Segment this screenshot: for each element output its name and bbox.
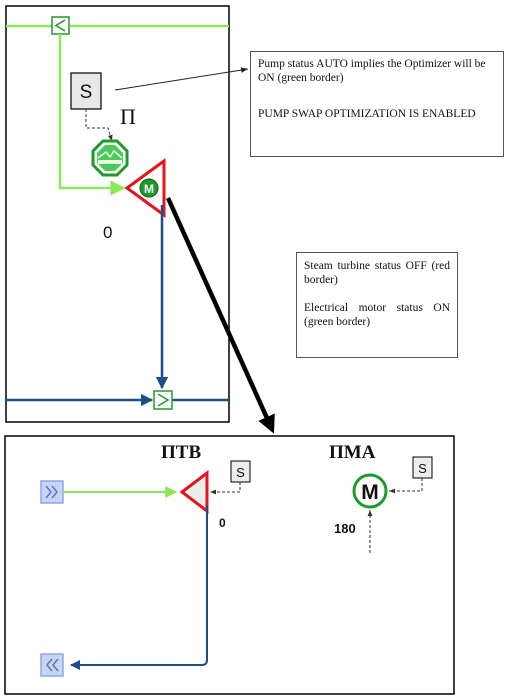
turbine-status-note: Steam turbine status OFF (red border) El… (296, 252, 458, 358)
motor-value: 180 (334, 521, 356, 536)
motor-status-block[interactable]: S (412, 456, 433, 479)
pump-note-line1: Pump status AUTO implies the Optimizer w… (258, 58, 486, 84)
outlet-connector-icon[interactable] (153, 390, 173, 410)
motor-circle-icon[interactable]: M (139, 178, 159, 198)
turbine-title: ПТВ (161, 442, 201, 463)
double-chevron-left-icon[interactable] (40, 653, 64, 677)
pump-label: П (120, 104, 136, 129)
double-chevron-right-icon[interactable] (40, 480, 64, 504)
turbine-note-line2: Electrical motor status ON (green border… (304, 302, 450, 328)
motor-title: ПМА (329, 442, 376, 463)
pump-status-block[interactable]: S (70, 72, 102, 110)
turbine-signal-line (210, 482, 241, 495)
turbine-value: 0 (219, 516, 226, 530)
pump-octagon-icon[interactable] (91, 139, 129, 177)
turbine-status-label: S (236, 465, 245, 480)
bottom-turbine-triangle-icon[interactable] (179, 469, 209, 515)
pump-value: 0 (103, 223, 112, 242)
bottom-motor-label: M (361, 481, 379, 504)
inlet-connector-icon[interactable] (51, 16, 70, 35)
pump-feed-line (58, 34, 126, 196)
motor-signal-line (389, 478, 423, 494)
pump-status-note: Pump status AUTO implies the Optimizer w… (250, 51, 504, 157)
pump-note-line2: PUMP SWAP OPTIMIZATION IS ENABLED (258, 108, 476, 120)
motor-label: M (144, 182, 154, 196)
zoom-arrow (165, 197, 275, 434)
turbine-status-block[interactable]: S (230, 460, 251, 483)
bottom-motor-circle-icon[interactable]: M (352, 473, 388, 509)
pump-note-pointer (114, 67, 249, 91)
bottom-panel-frame (4, 435, 455, 695)
bottom-discharge-line (70, 506, 208, 670)
motor-status-label: S (418, 461, 427, 476)
top-panel-frame (5, 5, 230, 423)
pump-signal-line (85, 109, 113, 142)
pump-status-label: S (80, 82, 93, 103)
turbine-note-line1: Steam turbine status OFF (red border) (304, 260, 450, 286)
